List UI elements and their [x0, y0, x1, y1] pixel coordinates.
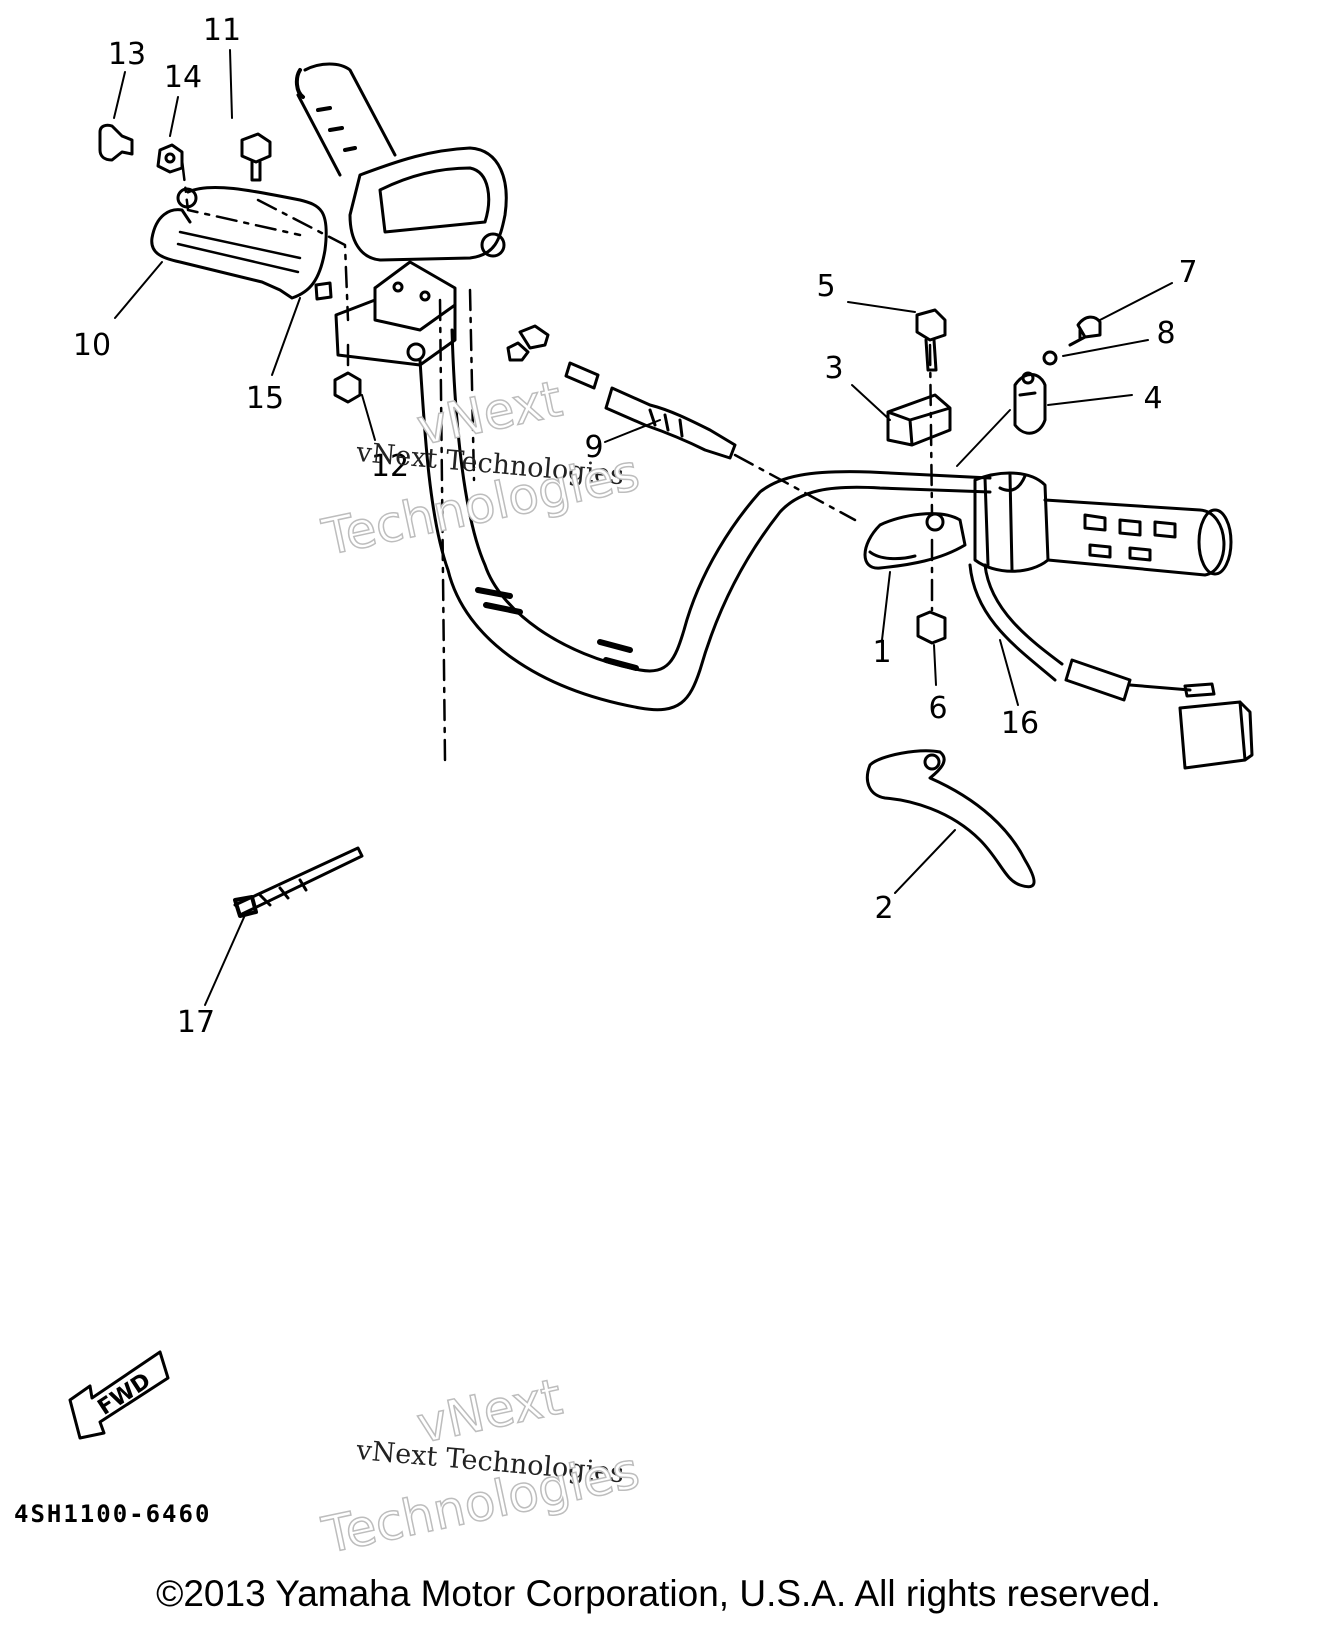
callout-9: 9	[584, 430, 603, 465]
right-lever	[865, 749, 1036, 889]
callout-7: 7	[1178, 255, 1197, 290]
left-throttle-housing	[294, 62, 508, 262]
callout-numbers: 1 2 3 4 5 6 7 8 9 10 11 12 13 14 15 16 1…	[73, 13, 1198, 1040]
callout-8: 8	[1156, 316, 1175, 351]
handlebar	[418, 288, 992, 762]
callout-17: 17	[177, 1005, 215, 1040]
front-brake-switch	[886, 393, 952, 447]
copyright-notice: ©2013 Yamaha Motor Corporation, U.S.A. A…	[156, 1573, 1161, 1614]
callout-15: 15	[246, 381, 284, 416]
left-lever	[150, 185, 328, 300]
right-grip-assembly	[863, 471, 1254, 770]
callout-5: 5	[816, 269, 835, 304]
left-lever-holder	[334, 260, 457, 367]
lever-clamp	[1013, 371, 1047, 435]
callout-3: 3	[824, 351, 843, 386]
callout-12: 12	[371, 449, 409, 484]
callout-16: 16	[1001, 706, 1039, 741]
assembly-lines	[180, 158, 934, 612]
callout-11: 11	[203, 13, 241, 48]
fwd-arrow	[68, 1350, 170, 1440]
callout-2: 2	[874, 891, 893, 926]
cable-tie	[233, 846, 364, 918]
callout-6: 6	[928, 691, 947, 726]
callout-10: 10	[73, 328, 111, 363]
callout-4: 4	[1143, 381, 1162, 416]
part-code: 4SH1100-6460	[14, 1500, 212, 1528]
fasteners	[98, 123, 1102, 645]
leader-lines	[113, 49, 1173, 1006]
callout-14: 14	[164, 60, 202, 95]
callout-13: 13	[108, 37, 146, 72]
callout-1: 1	[872, 635, 891, 670]
